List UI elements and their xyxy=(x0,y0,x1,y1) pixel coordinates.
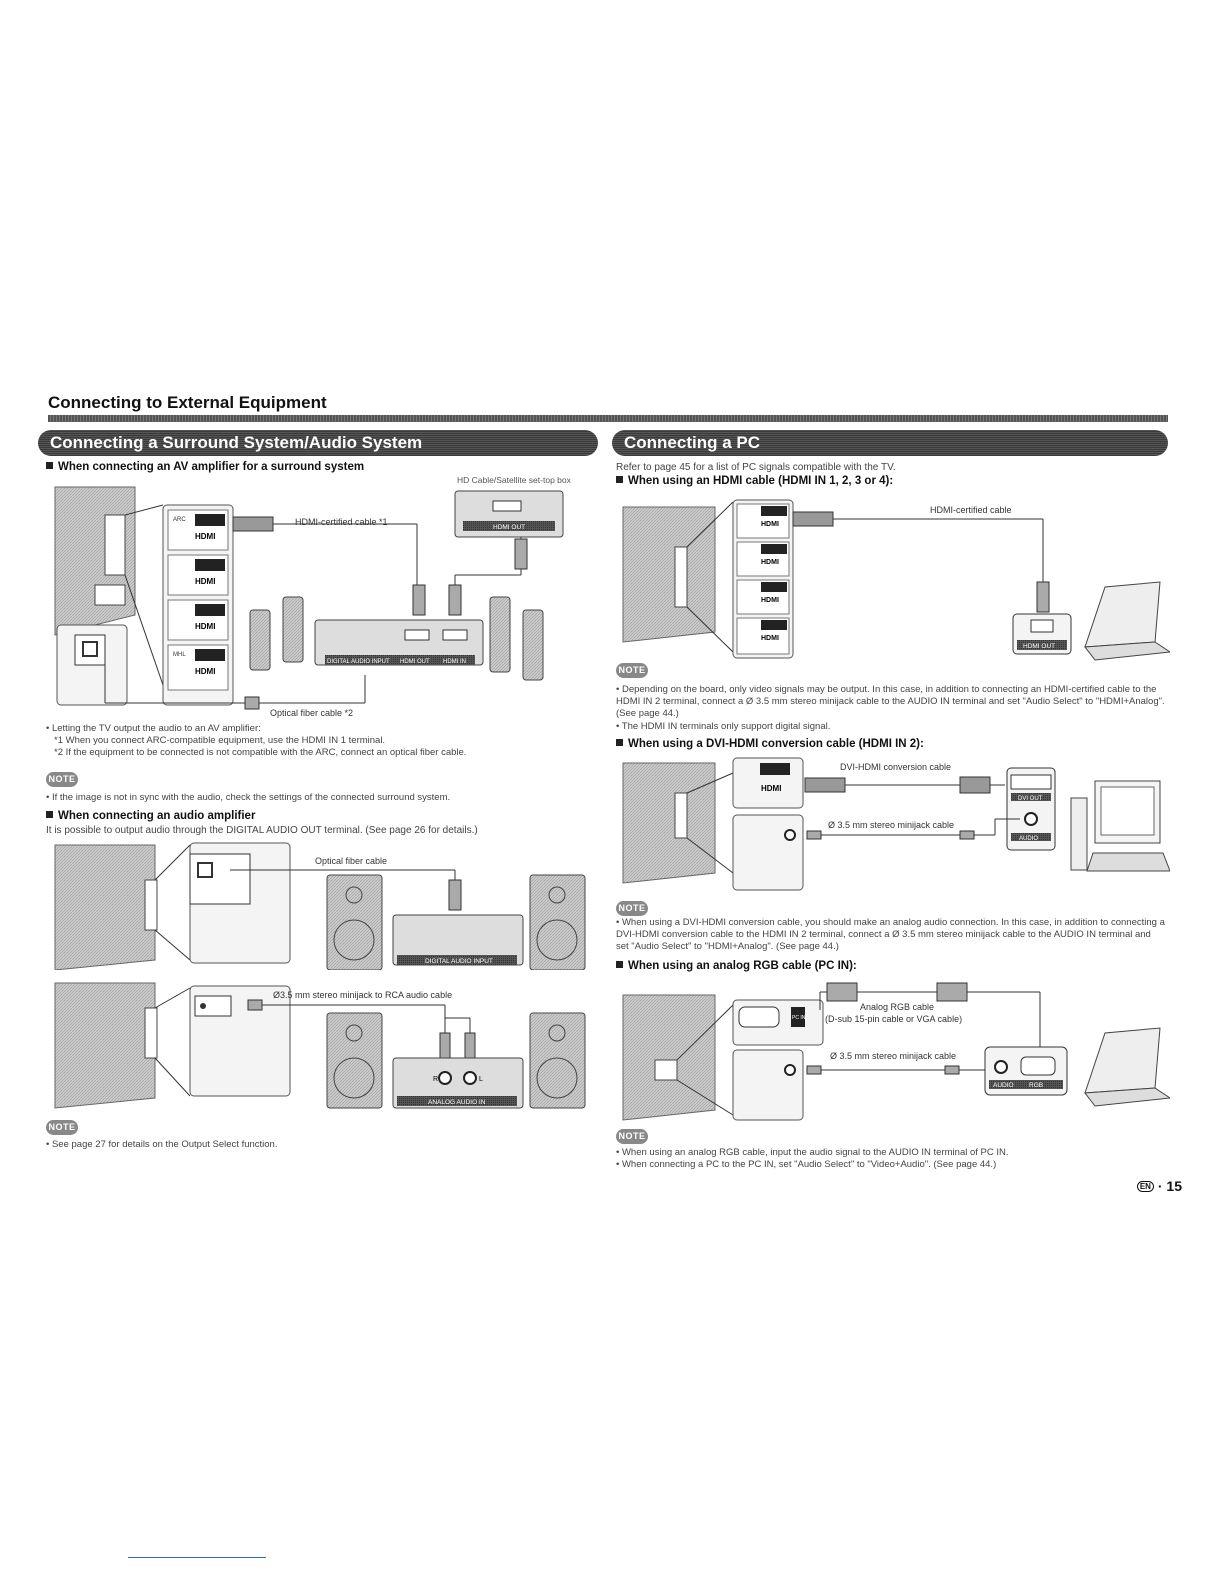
pc-intro: Refer to page 45 for a list of PC signal… xyxy=(616,462,896,473)
section-header-pc: Connecting a PC xyxy=(612,430,1168,456)
bullet-text: Letting the TV output the audio to an AV… xyxy=(51,723,261,734)
pc-in-label: PC IN xyxy=(792,1015,806,1021)
page-title: Connecting to External Equipment xyxy=(48,393,327,412)
footer-line xyxy=(128,1557,266,1558)
note-badge: NOTE xyxy=(616,901,648,916)
pc-rgb-label: RGB xyxy=(1029,1082,1043,1089)
svg-text:MHL: MHL xyxy=(173,652,186,658)
svg-text:HDMI: HDMI xyxy=(195,622,215,631)
subheading-av-amplifier: When connecting an AV amplifier for a su… xyxy=(46,461,364,473)
square-bullet-icon xyxy=(46,811,53,818)
hdmi-plug xyxy=(232,516,274,532)
square-bullet-icon xyxy=(46,462,53,469)
hdmi-ports: ARC MHL HDMI HDMI HDMI HDMI xyxy=(167,509,229,691)
section-header-surround: Connecting a Surround System/Audio Syste… xyxy=(38,430,598,456)
diagram-analog-amplifier: Ø3.5 mm stereo minijack to RCA audio cab… xyxy=(54,982,586,1109)
subheading-text: When using an analog RGB cable (PC IN): xyxy=(628,960,857,972)
footnote-1: *1 When you connect ARC-compatible equip… xyxy=(54,735,386,746)
settop-label: HD Cable/Satellite set-top box xyxy=(457,475,572,485)
page-number-value: 15 xyxy=(1166,1178,1182,1194)
note-text: • When using a DVI-HDMI conversion cable… xyxy=(616,917,1165,952)
pc-hdmi-out: HDMI OUT xyxy=(1023,643,1055,650)
laptop-icon xyxy=(1084,1027,1161,1094)
pc-audio-label-rgb: AUDIO xyxy=(993,1082,1014,1089)
svg-text:HDMI: HDMI xyxy=(761,784,781,793)
page-number-dot: · xyxy=(1157,1178,1163,1194)
svg-text:HDMI: HDMI xyxy=(195,532,215,541)
cable-label-dvi-hdmi: DVI-HDMI conversion cable xyxy=(840,762,951,772)
keyboard-icon xyxy=(1086,852,1170,872)
svg-text:HDMI: HDMI xyxy=(195,577,215,586)
note-text: • See page 27 for details on the Output … xyxy=(46,1139,278,1150)
subheading-dvi-hdmi: When using a DVI-HDMI conversion cable (… xyxy=(616,738,924,750)
amp-label-digital-audio: DIGITAL AUDIO INPUT xyxy=(327,659,390,665)
language-badge: EN xyxy=(1136,1181,1154,1192)
note-item: See page 27 for details on the Output Se… xyxy=(51,1139,278,1150)
square-bullet-icon xyxy=(616,961,623,968)
pc-tower-icon xyxy=(1070,797,1088,871)
note-badge: NOTE xyxy=(616,663,648,678)
square-bullet-icon xyxy=(616,476,623,483)
diagram-pc-dvi: HDMI DVI-HDMI conversion cable DVI OUT A… xyxy=(622,757,1170,891)
svg-text:HDMI: HDMI xyxy=(761,635,779,642)
svg-text:ARC: ARC xyxy=(173,517,186,523)
svg-text:HDMI: HDMI xyxy=(761,597,779,604)
cable-label-hdmi: HDMI-certified cable *1 xyxy=(295,517,388,527)
subheading-text: When connecting an audio amplifier xyxy=(58,810,256,822)
subheading-text: When using an HDMI cable (HDMI IN 1, 2, … xyxy=(628,475,894,487)
diagram-pc-hdmi: HDMI HDMI HDMI HDMI HDMI-certified cable… xyxy=(622,499,1170,661)
amp-label-hdmi-out: HDMI OUT xyxy=(400,659,430,665)
amp-label-analog-audio-in: ANALOG AUDIO IN xyxy=(428,1099,486,1106)
cable-label-minijack-rca: Ø3.5 mm stereo minijack to RCA audio cab… xyxy=(273,990,452,1000)
diagram-av-amplifier: ARC MHL HDMI HDMI HDMI HDMI HDMI-certifi… xyxy=(54,475,572,718)
cable-label-minijack: Ø 3.5 mm stereo minijack cable xyxy=(828,820,954,830)
diagram-pc-rgb: PC IN Analog RGB cable (D-sub 15-pin cab… xyxy=(622,982,1170,1121)
svg-text:HDMI: HDMI xyxy=(761,559,779,566)
av-amp-bullet: • Letting the TV output the audio to an … xyxy=(46,723,261,734)
svg-text:HDMI: HDMI xyxy=(761,521,779,528)
footnote-2: *2 If the equipment to be connected is n… xyxy=(54,747,467,758)
audio-amp-intro: It is possible to output audio through t… xyxy=(46,825,478,836)
note-item: If the image is not in sync with the aud… xyxy=(51,792,451,803)
subheading-audio-amplifier: When connecting an audio amplifier xyxy=(46,810,255,822)
note-item: Depending on the board, only video signa… xyxy=(616,684,1165,719)
subheading-hdmi-cable: When using an HDMI cable (HDMI IN 1, 2, … xyxy=(616,475,893,487)
note-item: The HDMI IN terminals only support digit… xyxy=(621,721,831,732)
cable-label-optical: Optical fiber cable *2 xyxy=(270,708,353,718)
note-text: • When using an analog RGB cable, input … xyxy=(616,1147,1009,1158)
note-text: • The HDMI IN terminals only support dig… xyxy=(616,721,831,732)
diagram-optical-amplifier: Optical fiber cable DIGITAL AUDIO INPUT xyxy=(54,842,586,970)
amp-label-digital-audio-input: DIGITAL AUDIO INPUT xyxy=(425,958,493,965)
speakers-right xyxy=(489,596,544,681)
cable-label-rgb-detail: (D-sub 15-pin cable or VGA cable) xyxy=(825,1014,962,1024)
note-text: • When connecting a PC to the PC IN, set… xyxy=(616,1159,997,1170)
note-item: When connecting a PC to the PC IN, set "… xyxy=(621,1159,997,1170)
amp-label-hdmi-in: HDMI IN xyxy=(443,659,466,665)
rca-label-l: L xyxy=(479,1076,483,1083)
note-text: • Depending on the board, only video sig… xyxy=(616,684,1165,719)
svg-text:HDMI: HDMI xyxy=(195,667,215,676)
cable-label-rgb: Analog RGB cable xyxy=(860,1002,934,1012)
note-badge: NOTE xyxy=(616,1129,648,1144)
cable-label-minijack-rgb: Ø 3.5 mm stereo minijack cable xyxy=(830,1051,956,1061)
page-number: EN · 15 xyxy=(1136,1178,1182,1194)
subheading-analog-rgb: When using an analog RGB cable (PC IN): xyxy=(616,960,857,972)
cable-label-optical-2: Optical fiber cable xyxy=(315,856,387,866)
subheading-text: When connecting an AV amplifier for a su… xyxy=(58,461,365,473)
rca-label-r: R xyxy=(433,1076,438,1083)
speakers-left xyxy=(249,596,304,671)
square-bullet-icon xyxy=(616,739,623,746)
laptop-icon xyxy=(1084,581,1161,648)
pc-dvi-out: DVI OUT xyxy=(1018,796,1043,802)
settop-hdmi-out: HDMI OUT xyxy=(493,524,525,531)
note-item: When using a DVI-HDMI conversion cable, … xyxy=(616,917,1165,952)
subheading-text: When using a DVI-HDMI conversion cable (… xyxy=(628,738,924,750)
note-item: When using an analog RGB cable, input th… xyxy=(621,1147,1009,1158)
title-rule xyxy=(48,415,1168,422)
cable-label-hdmi-pc: HDMI-certified cable xyxy=(930,505,1012,515)
pc-audio-label: AUDIO xyxy=(1019,836,1038,842)
note-badge: NOTE xyxy=(46,1120,78,1135)
note-text: • If the image is not in sync with the a… xyxy=(46,792,451,803)
note-badge: NOTE xyxy=(46,772,78,787)
